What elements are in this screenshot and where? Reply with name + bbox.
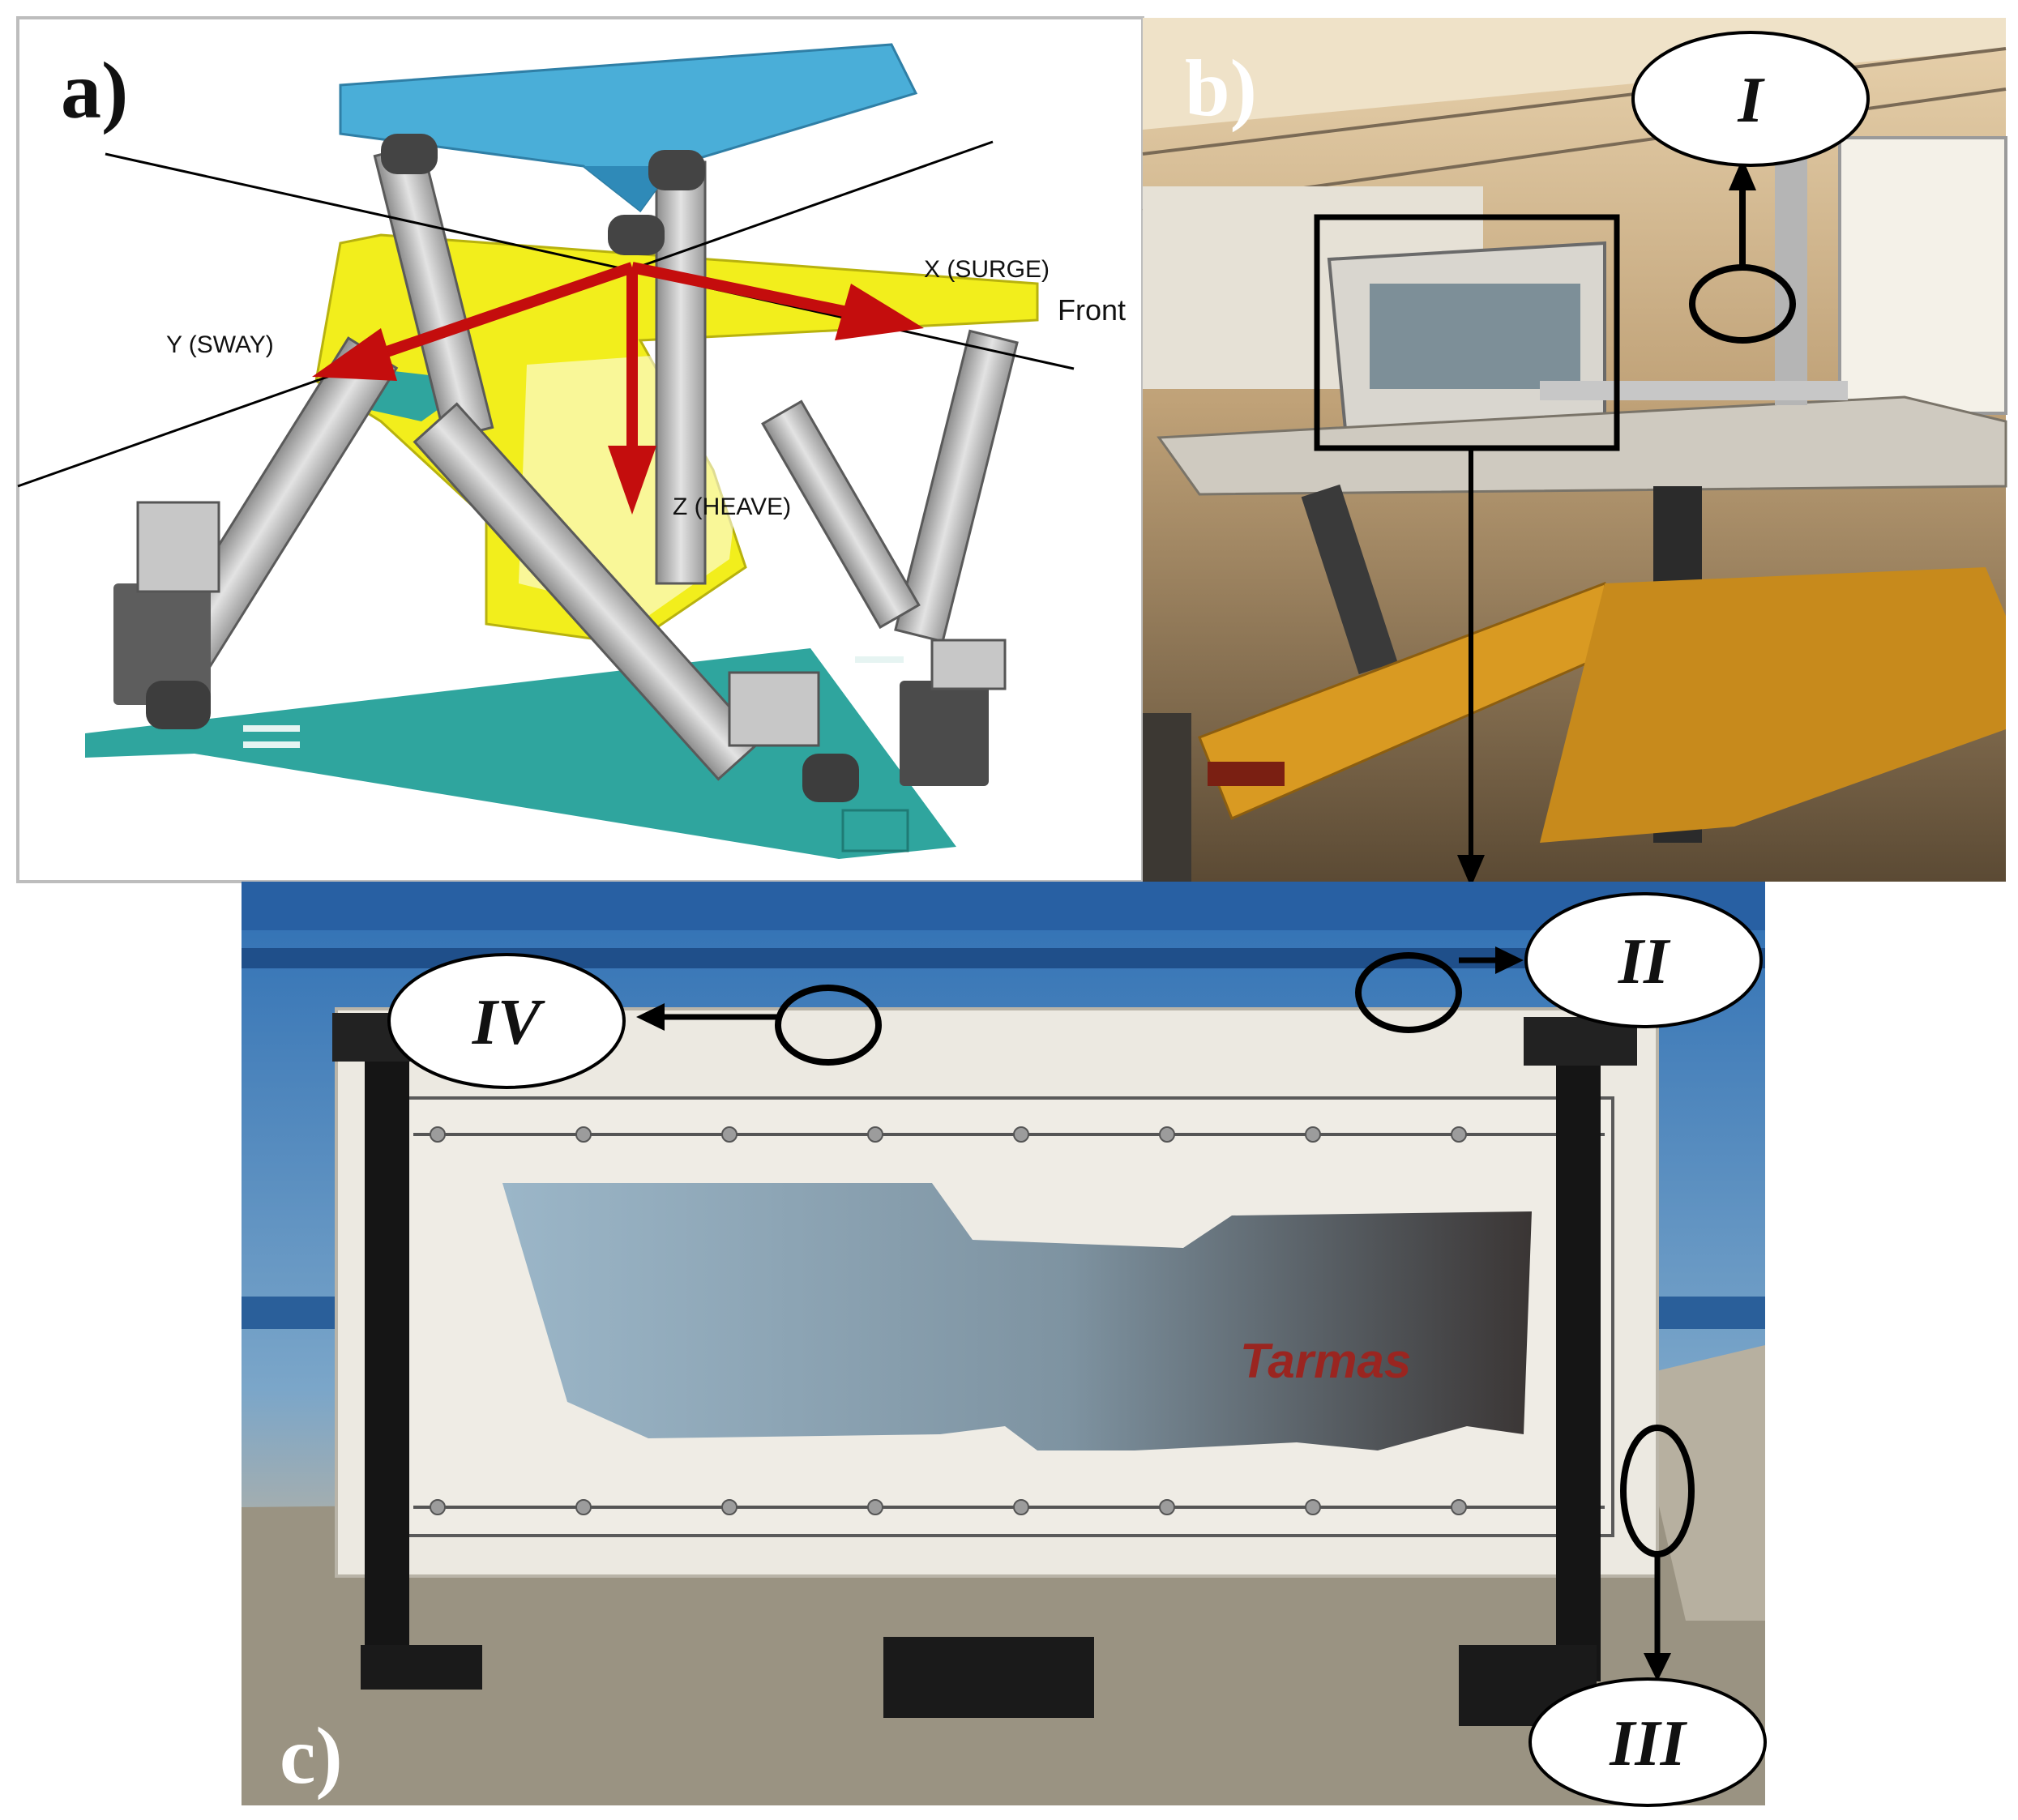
x-axis-arrow bbox=[631, 262, 861, 320]
bolt bbox=[1305, 1499, 1321, 1515]
callout-IV-label: IV bbox=[472, 987, 545, 1058]
actuator-motor bbox=[900, 681, 989, 786]
bolt bbox=[1013, 1499, 1029, 1515]
bolt bbox=[430, 1499, 446, 1515]
ceiling-beam bbox=[1142, 47, 2007, 156]
callout-I-label: I bbox=[1737, 65, 1765, 136]
callout-II-bubble bbox=[1524, 892, 1763, 1028]
tank-window bbox=[1370, 284, 1580, 389]
bolt bbox=[1451, 1499, 1467, 1515]
actuator-motor bbox=[930, 639, 1007, 690]
panel-b: I b) bbox=[1142, 18, 2007, 887]
actuator-leg bbox=[1301, 484, 1398, 675]
reference-line bbox=[105, 152, 1075, 370]
sensor-II-marker bbox=[1355, 952, 1462, 1033]
bolt bbox=[721, 1499, 738, 1515]
base-mount bbox=[841, 809, 909, 852]
tank-window bbox=[502, 1183, 1532, 1450]
panel-a: X (SURGE) Y (SWAY) Z (HEAVE) Front a) bbox=[16, 16, 1144, 883]
actuator-motor bbox=[728, 671, 820, 747]
joint bbox=[802, 754, 859, 802]
sensor-frame-bar bbox=[1540, 381, 1848, 400]
panel-c: Tarmas II IV III c) bbox=[242, 882, 1767, 1807]
actuator-motor bbox=[136, 501, 220, 593]
bolt bbox=[867, 1499, 883, 1515]
bolt bbox=[1159, 1126, 1175, 1143]
support-foot bbox=[361, 1645, 482, 1690]
bolt bbox=[721, 1126, 738, 1143]
table-edge bbox=[1629, 1345, 1765, 1621]
bolt bbox=[575, 1499, 592, 1515]
callout-II-label: II bbox=[1618, 926, 1671, 998]
panel-c-label: c) bbox=[280, 1711, 343, 1801]
sensor-I-arrowhead bbox=[1729, 158, 1756, 190]
tank-highlight-box bbox=[1314, 214, 1620, 451]
callout-IV-bubble bbox=[387, 953, 626, 1089]
support-foot bbox=[883, 1637, 1094, 1718]
x-axis-arrowhead bbox=[835, 284, 924, 340]
bolt bbox=[867, 1126, 883, 1143]
panel-b-label: b) bbox=[1185, 43, 1257, 133]
callout-III-bubble bbox=[1528, 1677, 1767, 1807]
bolt bbox=[1159, 1499, 1175, 1515]
sensor-II-arrowhead bbox=[1495, 946, 1524, 974]
base-slot bbox=[243, 741, 300, 748]
actuator-leg bbox=[761, 399, 921, 630]
bolt bbox=[575, 1126, 592, 1143]
bolt bbox=[1013, 1126, 1029, 1143]
z-axis-arrowhead bbox=[608, 446, 656, 515]
base-slot bbox=[855, 656, 904, 663]
panel-a-label: a) bbox=[61, 45, 128, 135]
y-axis-arrowhead bbox=[312, 328, 397, 381]
y-axis-label: Y (SWAY) bbox=[166, 331, 274, 358]
joint bbox=[648, 150, 705, 190]
callout-I-bubble bbox=[1631, 31, 1870, 167]
support-post-left bbox=[365, 1017, 409, 1673]
bolt bbox=[1451, 1126, 1467, 1143]
tank-logo-text: Tarmas bbox=[1240, 1334, 1411, 1388]
base-slot bbox=[243, 725, 300, 732]
actuator-leg bbox=[413, 402, 763, 781]
actuator-motor bbox=[113, 583, 211, 705]
axis-arrows bbox=[312, 262, 924, 515]
sensor-frame bbox=[1775, 146, 1807, 405]
actuator-leg bbox=[655, 160, 707, 585]
scaffold bbox=[1143, 713, 1191, 882]
hexapod-frame bbox=[1540, 567, 2006, 843]
actuator-leg bbox=[894, 329, 1019, 643]
joint bbox=[146, 681, 211, 729]
joint bbox=[608, 215, 665, 255]
y-axis-arrow bbox=[370, 262, 635, 362]
window bbox=[1838, 136, 2007, 415]
z-axis-label: Z (HEAVE) bbox=[673, 493, 791, 520]
sensor-IV-marker bbox=[775, 985, 882, 1066]
wall-top bbox=[242, 882, 1765, 930]
front-label: Front bbox=[1058, 293, 1126, 327]
support-post-right bbox=[1556, 1025, 1601, 1681]
joint bbox=[381, 134, 438, 174]
bolt bbox=[430, 1126, 446, 1143]
x-axis-label: X (SURGE) bbox=[924, 256, 1050, 283]
connector-arrowhead bbox=[1457, 855, 1485, 887]
sensor-III-arrowhead bbox=[1644, 1653, 1671, 1681]
sensor-IV-arrowhead bbox=[636, 1003, 665, 1031]
moog-badge bbox=[1208, 762, 1285, 786]
callout-III-label: III bbox=[1609, 1708, 1687, 1779]
bolt bbox=[1305, 1126, 1321, 1143]
